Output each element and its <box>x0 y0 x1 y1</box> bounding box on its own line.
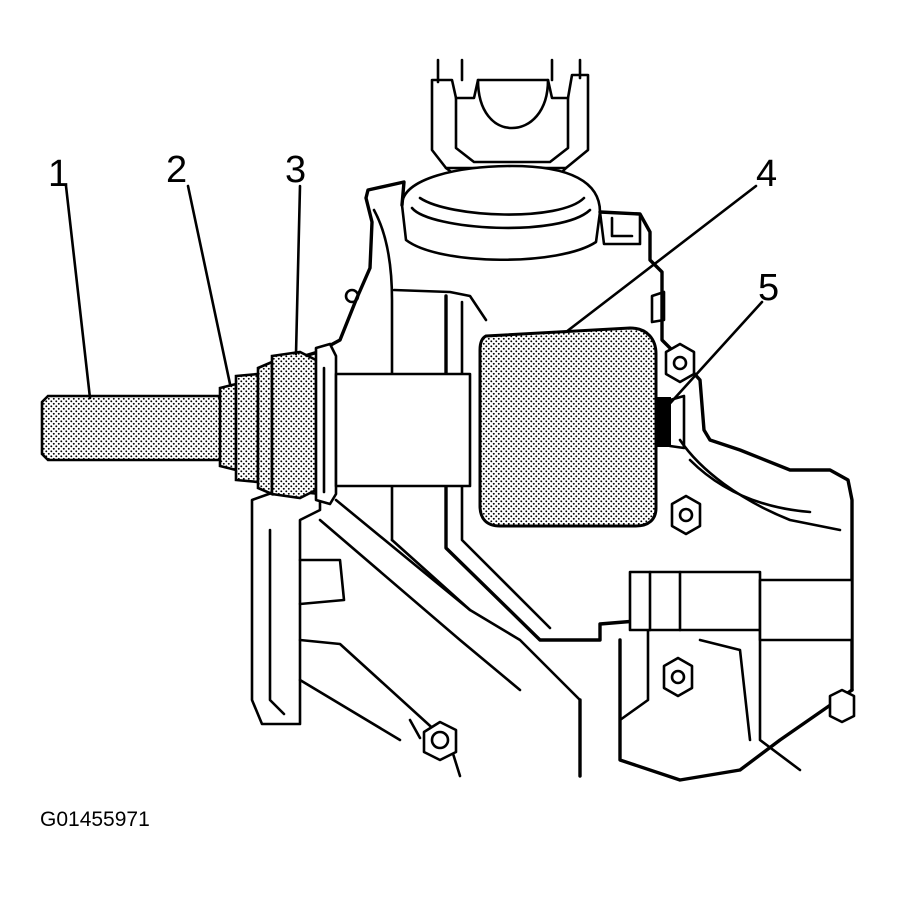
installer-washer <box>234 372 260 484</box>
installer-sleeve <box>334 372 472 488</box>
side-bolt <box>662 656 694 698</box>
callout-5: 5 <box>662 267 779 412</box>
side-bolt <box>664 342 696 384</box>
callout-3: 3 <box>285 149 306 356</box>
transfer-case-housing <box>250 58 856 782</box>
bottom-bolt <box>408 718 458 762</box>
lower-mounting-plate <box>250 488 322 726</box>
side-bolt <box>828 688 856 724</box>
installer-nut <box>218 382 238 472</box>
installer-handle <box>40 394 224 462</box>
callout-4: 4 <box>564 153 777 334</box>
callout-number: 1 <box>48 153 69 195</box>
callout-1: 1 <box>48 153 92 400</box>
callout-number: 5 <box>758 267 779 309</box>
seal-installer-tool-assembly <box>40 326 686 528</box>
side-bolt <box>670 494 702 536</box>
seal-installer-body <box>478 326 658 528</box>
callout-number: 4 <box>756 153 777 195</box>
figure-id: G01455971 <box>40 808 150 831</box>
callout-number: 2 <box>166 149 187 191</box>
installer-adapter <box>270 350 318 500</box>
callout-2: 2 <box>166 149 232 386</box>
callout-number: 3 <box>285 149 306 191</box>
